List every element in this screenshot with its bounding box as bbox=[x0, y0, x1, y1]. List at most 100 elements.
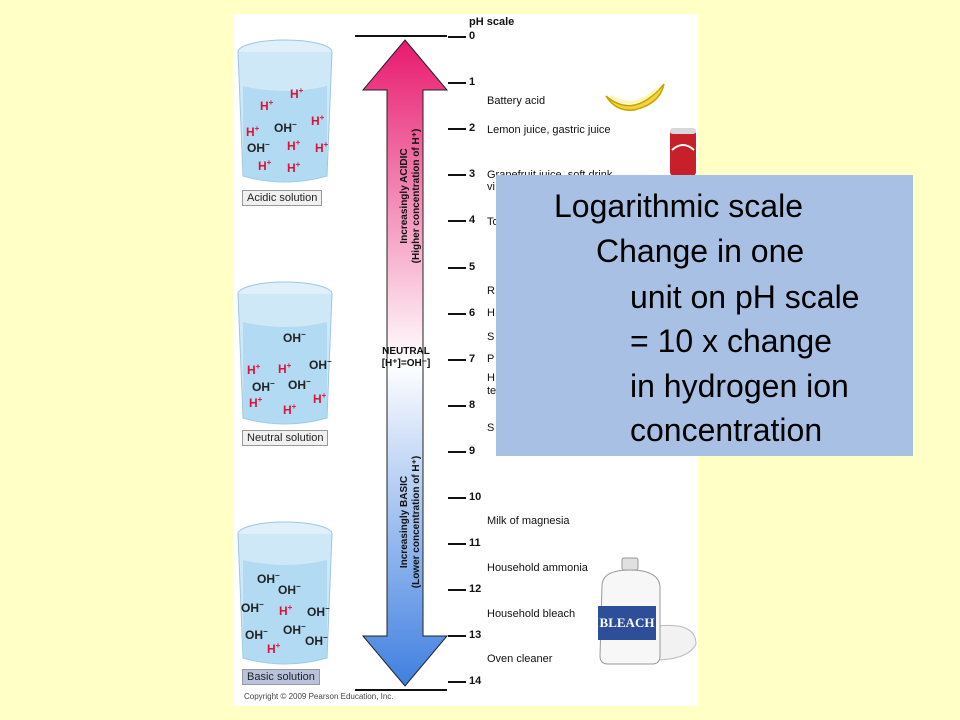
hydroxide-ion: OH− bbox=[274, 120, 297, 135]
ph-tick-line bbox=[448, 220, 466, 223]
hydrogen-ion: H+ bbox=[267, 641, 281, 656]
callout-line-2: Change in one bbox=[596, 233, 805, 269]
basic-label-line1: Increasingly BASIC bbox=[399, 475, 410, 569]
ph-tick-line bbox=[448, 450, 466, 453]
ion-symbol: H bbox=[267, 642, 276, 656]
example-h7: H bbox=[487, 372, 495, 384]
basic-solution-label: Basic solution bbox=[242, 669, 320, 685]
neutral-beaker bbox=[237, 281, 333, 425]
hydrogen-ion: H+ bbox=[311, 113, 325, 128]
example-ph6: H bbox=[487, 307, 495, 319]
hydrogen-ion: H+ bbox=[315, 140, 329, 155]
ion-symbol: OH bbox=[309, 358, 327, 372]
callout-line-3: unit on pH scale bbox=[630, 279, 860, 315]
example-te: te bbox=[487, 385, 497, 397]
callout-line-1: Logarithmic scale bbox=[554, 188, 803, 224]
acidic-solution-label: Acidic solution bbox=[242, 190, 323, 206]
ph-tick-line bbox=[448, 128, 466, 131]
example-s8: S bbox=[487, 422, 495, 434]
hydroxide-ion: OH− bbox=[247, 140, 270, 155]
neutral-label: NEUTRAL [H⁺]=OH⁻] bbox=[368, 346, 444, 370]
hydroxide-ion: OH− bbox=[305, 633, 328, 648]
ion-symbol: OH bbox=[278, 583, 296, 597]
hydrogen-ion: H+ bbox=[287, 138, 301, 153]
ph-scale-title: pH scale bbox=[469, 16, 515, 28]
ph-tick-line bbox=[448, 82, 466, 85]
hydroxide-ion: OH− bbox=[257, 571, 280, 586]
ion-symbol: OH bbox=[305, 634, 323, 648]
example-household-bleach: Household bleach bbox=[487, 608, 576, 620]
ph-tick-label: 1 bbox=[469, 76, 476, 89]
ph-tick-line bbox=[448, 312, 466, 315]
copyright-text: Copyright © 2009 Pearson Education, Inc. bbox=[244, 692, 394, 701]
hydrogen-ion: H+ bbox=[290, 86, 304, 101]
ph-tick-label: 4 bbox=[469, 214, 476, 227]
ion-symbol: OH bbox=[245, 628, 263, 642]
ion-symbol: H bbox=[315, 141, 324, 155]
callout-line-6: concentration bbox=[630, 412, 823, 448]
ph-tick-line bbox=[448, 589, 466, 592]
example-milk-of-magnesia: Milk of magnesia bbox=[487, 515, 570, 527]
ion-symbol: OH bbox=[252, 380, 270, 394]
ion-symbol: H bbox=[287, 139, 296, 153]
ph-tick-line bbox=[448, 497, 466, 499]
ion-symbol: H bbox=[260, 99, 269, 113]
ion-symbol: H bbox=[311, 114, 320, 128]
example-r: R bbox=[487, 285, 495, 297]
ion-symbol: H bbox=[279, 604, 288, 618]
logarithmic-scale-callout: Logarithmic scale Change in one unit on … bbox=[496, 175, 913, 456]
callout-line-5: in hydrogen ion bbox=[630, 368, 849, 404]
ion-symbol: H bbox=[249, 396, 258, 410]
ion-symbol: H bbox=[258, 159, 267, 173]
acidic-arrow-label: Increasingly ACIDIC (Higher concentratio… bbox=[399, 116, 423, 276]
neutral-solution-label: Neutral solution bbox=[242, 430, 329, 446]
basic-label-line2: (Lower concentration of H⁺) bbox=[411, 455, 422, 589]
ph-tick-label: 0 bbox=[469, 30, 476, 42]
hydroxide-ion: OH− bbox=[283, 330, 306, 345]
neutral-formula: [H⁺]=OH⁻] bbox=[381, 358, 431, 369]
hydroxide-ion: OH− bbox=[241, 600, 264, 615]
example-household-ammonia: Household ammonia bbox=[487, 562, 588, 574]
example-oven-cleaner: Oven cleaner bbox=[487, 653, 553, 665]
ion-symbol: H bbox=[313, 392, 322, 406]
ph-tick-label: 8 bbox=[469, 398, 476, 411]
ion-symbol: H bbox=[278, 362, 287, 376]
ion-symbol: OH bbox=[283, 623, 301, 637]
ph-tick-line bbox=[448, 404, 466, 407]
ion-symbol: H bbox=[246, 125, 255, 139]
soda-can-icon bbox=[670, 128, 696, 176]
ph-tick-line bbox=[448, 174, 466, 177]
ion-symbol: OH bbox=[241, 601, 259, 615]
ion-symbol: OH bbox=[247, 141, 265, 155]
hydrogen-ion: H+ bbox=[313, 391, 327, 406]
hydrogen-ion: H+ bbox=[278, 361, 292, 376]
hydroxide-ion: OH− bbox=[307, 604, 330, 619]
example-grapefruit-juice-cont: vi bbox=[487, 181, 495, 193]
callout-line-4: = 10 x change bbox=[630, 323, 832, 359]
basic-arrow-label: Increasingly BASIC (Lower concentration … bbox=[399, 437, 423, 607]
ion-symbol: OH bbox=[288, 378, 306, 392]
ph-tick-label: 13 bbox=[469, 629, 482, 642]
example-ph7: P bbox=[487, 353, 495, 365]
ph-tick-line bbox=[448, 266, 466, 269]
ph-tick-label: 7 bbox=[469, 352, 476, 365]
basic-beaker bbox=[237, 521, 333, 665]
lemon-icon bbox=[605, 83, 665, 111]
acidic-beaker bbox=[237, 39, 333, 183]
hydrogen-ion: H+ bbox=[260, 98, 274, 113]
ion-symbol: H bbox=[290, 87, 299, 101]
ph-tick-label: 10 bbox=[469, 491, 482, 503]
hydrogen-ion: H+ bbox=[279, 603, 293, 618]
hydrogen-ion: H+ bbox=[283, 402, 297, 417]
ion-symbol: OH bbox=[274, 121, 292, 135]
ion-symbol: H bbox=[283, 403, 292, 417]
example-lemon-juice: Lemon juice, gastric juice bbox=[487, 124, 611, 136]
ph-tick-line bbox=[448, 543, 466, 546]
ph-tick-label: 12 bbox=[469, 583, 482, 596]
ph-tick-line bbox=[448, 36, 466, 38]
hydroxide-ion: OH− bbox=[245, 627, 268, 642]
hydrogen-ion: H+ bbox=[247, 362, 261, 377]
acidic-label-line1: Increasingly ACIDIC bbox=[399, 148, 410, 244]
ion-symbol: H bbox=[287, 161, 296, 175]
hydroxide-ion: OH− bbox=[252, 379, 275, 394]
